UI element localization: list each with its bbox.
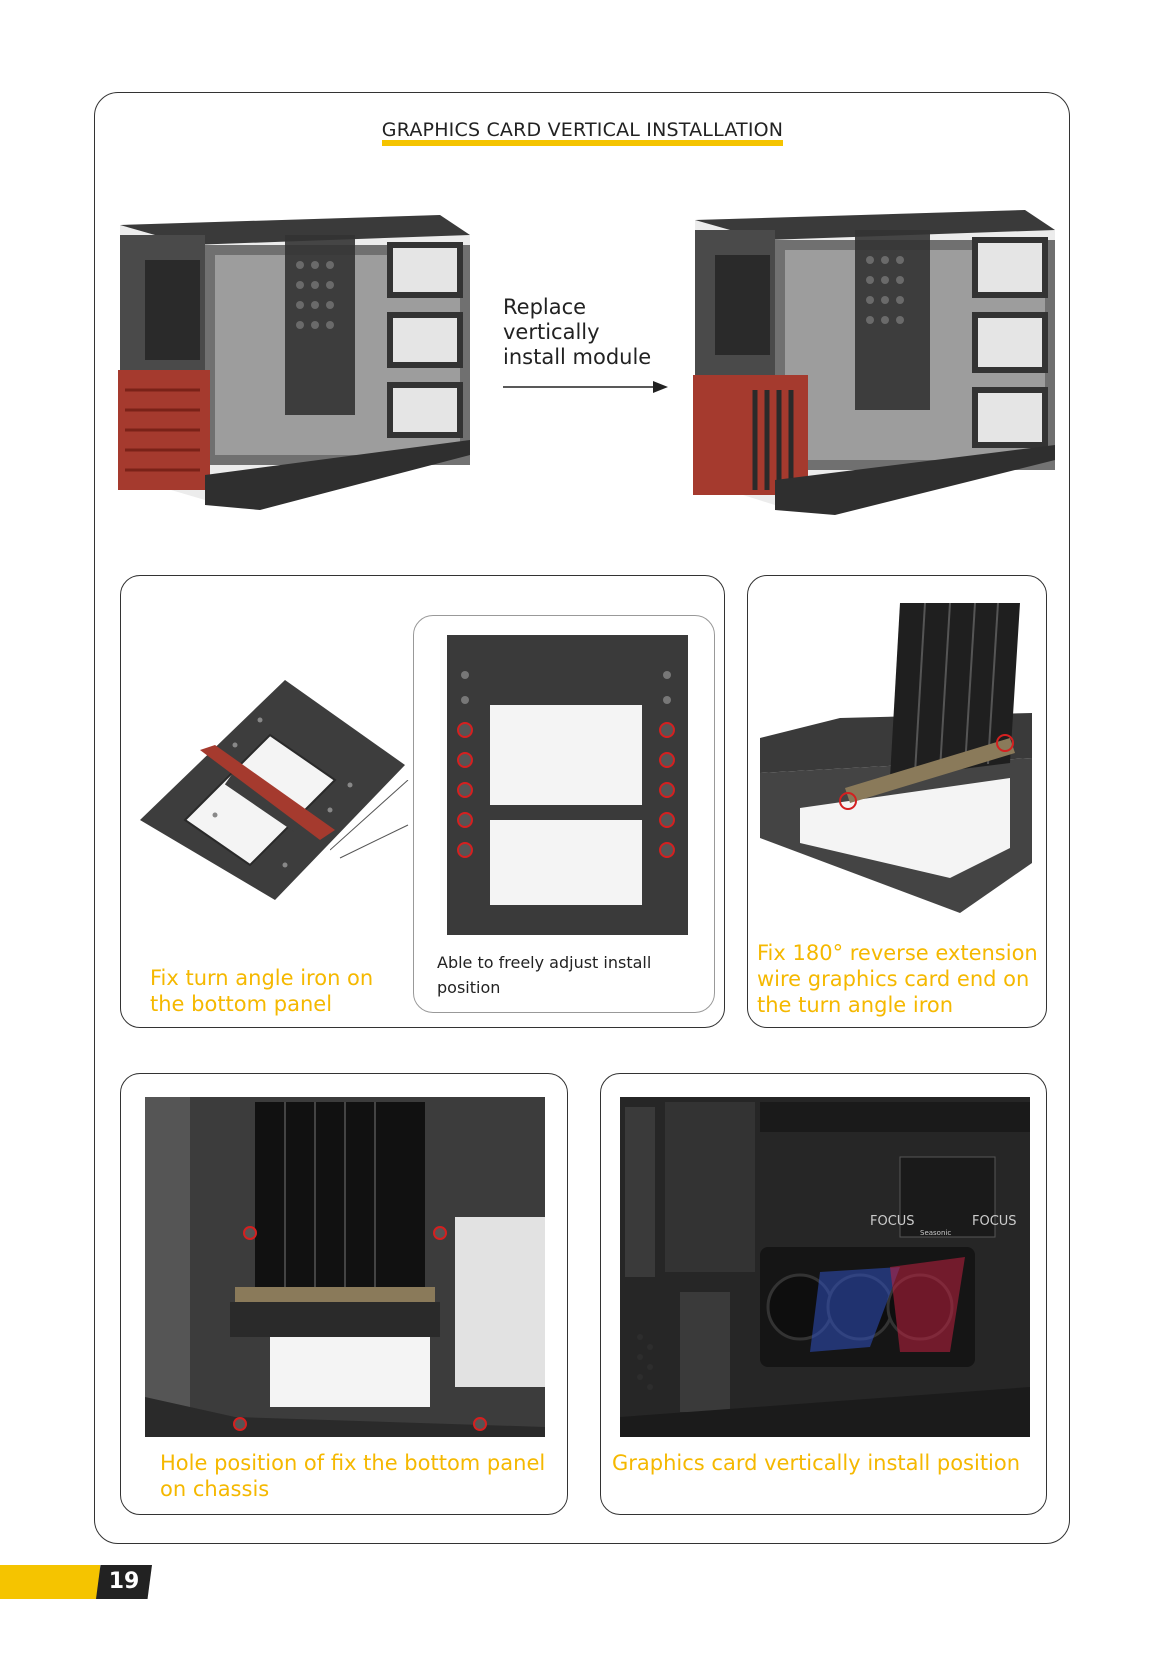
page-number-accent-bar: [0, 1565, 100, 1599]
hole-position-panel: [120, 1073, 568, 1515]
angle-iron-panel: [120, 575, 725, 1028]
replace-module-label: Replace vertically install module: [503, 295, 652, 369]
riser-cable-image: [760, 603, 1032, 913]
page-number: 19: [96, 1565, 152, 1599]
focus-label-1: FOCUS: [870, 1214, 915, 1229]
adjust-position-caption: Able to freely adjust install position: [437, 953, 652, 997]
gpu-install-caption: Graphics card vertically install positio…: [612, 1451, 1021, 1475]
adjust-plate-image: [445, 635, 690, 935]
hole-position-caption: Hole position of fix the bottom panel on…: [160, 1451, 546, 1501]
arrow-right-icon: [503, 380, 668, 394]
zoom-connector-lines: [330, 780, 410, 860]
bottom-panel-image: [135, 675, 405, 905]
chassis-after-image: [685, 200, 1060, 530]
extension-wire-caption: Fix 180° reverse extension wire graphics…: [757, 941, 1038, 1017]
chassis-bottom-holes-image: [145, 1097, 545, 1437]
focus-label-2: FOCUS: [972, 1214, 1017, 1229]
psu-brand-label: Seasonic: [920, 1229, 951, 1237]
chassis-before-image: [110, 205, 480, 525]
page-title: GRAPHICS CARD VERTICAL INSTALLATION: [0, 119, 1165, 146]
page-frame: [94, 92, 1070, 1544]
extension-wire-panel: [747, 575, 1047, 1028]
gpu-install-panel: [600, 1073, 1047, 1515]
adjust-position-inset: [413, 615, 715, 1013]
gpu-installed-image: FOCUS FOCUS Seasonic: [620, 1097, 1030, 1437]
angle-iron-caption: Fix turn angle iron on the bottom panel: [150, 966, 374, 1016]
